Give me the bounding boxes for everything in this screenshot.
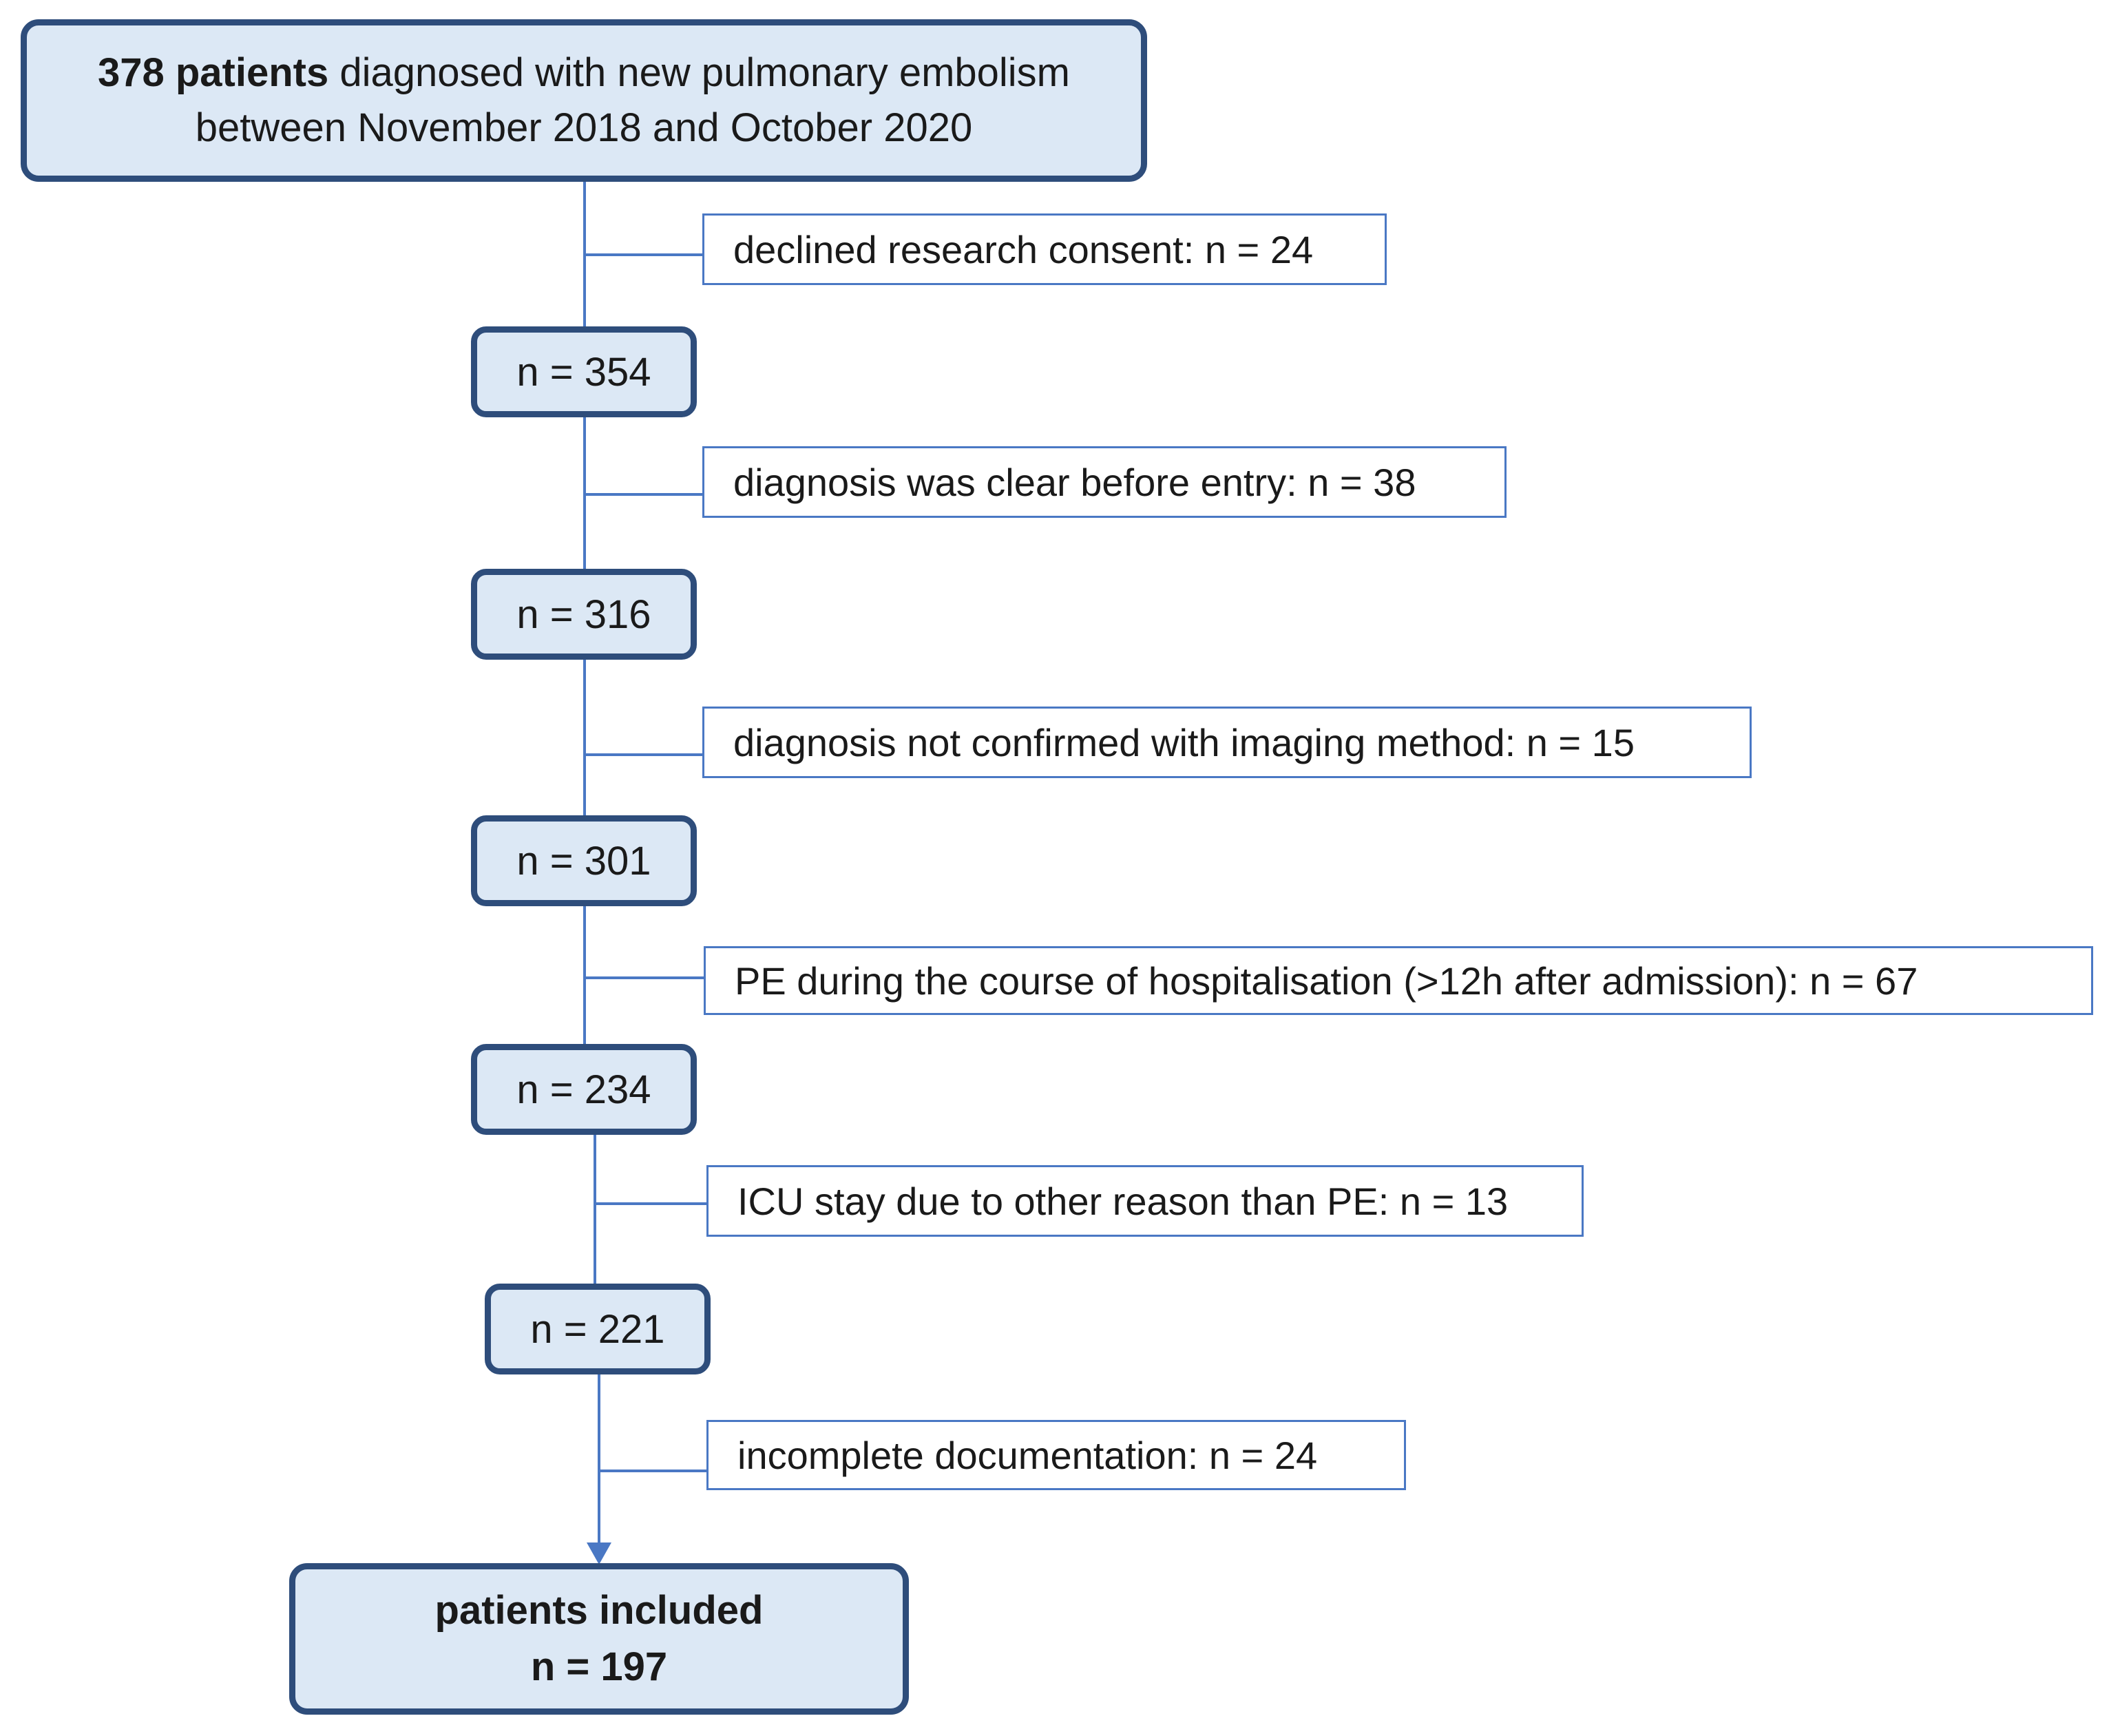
exclusion-box-documentation: incomplete documentation: n = 24	[706, 1420, 1406, 1490]
arrowhead-icon	[587, 1542, 611, 1565]
start-bold-count: 378 patients	[97, 50, 329, 95]
count-label: n = 316	[516, 592, 651, 637]
final-line-2: n = 197	[530, 1644, 668, 1689]
final-box: patients included n = 197	[289, 1563, 909, 1715]
count-label: n = 354	[516, 349, 651, 395]
exclusion-box-icu: ICU stay due to other reason than PE: n …	[706, 1165, 1584, 1237]
count-box-316: n = 316	[471, 569, 697, 660]
count-box-301: n = 301	[471, 815, 697, 906]
count-box-234: n = 234	[471, 1044, 697, 1135]
exclusion-box-hospitalisation: PE during the course of hospitalisation …	[704, 946, 2093, 1015]
count-label: n = 301	[516, 838, 651, 883]
count-box-221: n = 221	[485, 1284, 711, 1374]
count-label: n = 221	[530, 1306, 665, 1352]
start-line-1-text: diagnosed with new pulmonary embolism	[328, 50, 1071, 95]
count-label: n = 234	[516, 1067, 651, 1112]
exclusion-box-consent: declined research consent: n = 24	[702, 213, 1387, 285]
exclusion-box-imaging: diagnosis not confirmed with imaging met…	[702, 707, 1752, 778]
start-line-1: 378 patients diagnosed with new pulmonar…	[98, 45, 1070, 101]
start-line-2: between November 2018 and October 2020	[195, 105, 973, 150]
count-box-354: n = 354	[471, 326, 697, 417]
exclusion-box-clear-diagnosis: diagnosis was clear before entry: n = 38	[702, 446, 1507, 518]
final-line-1: patients included	[434, 1588, 764, 1633]
start-box: 378 patients diagnosed with new pulmonar…	[21, 19, 1147, 182]
